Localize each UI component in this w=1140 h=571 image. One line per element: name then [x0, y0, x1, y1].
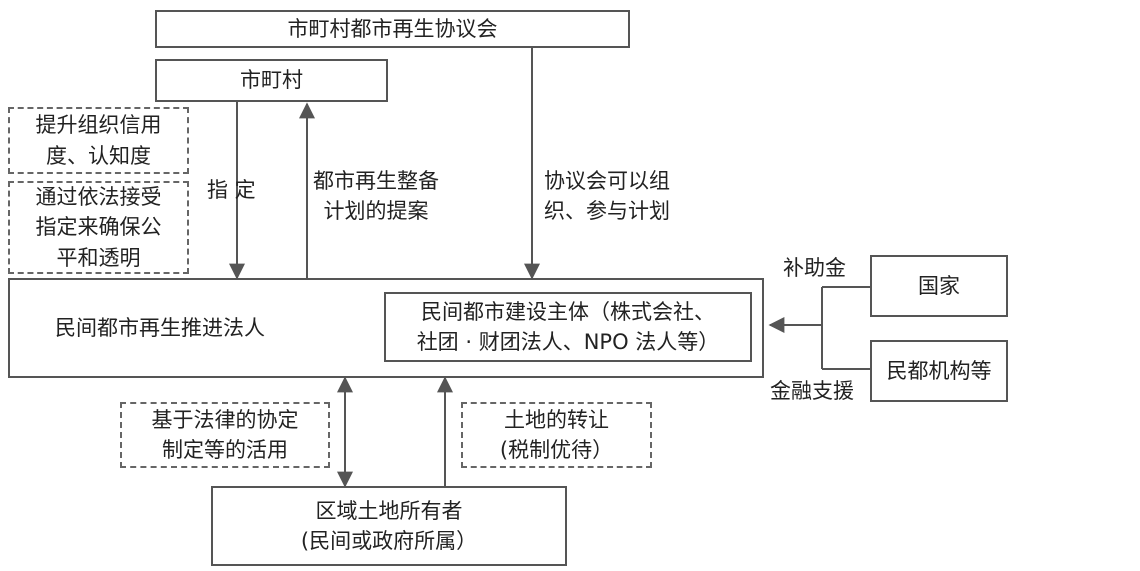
fairness-note-line-3: 平和透明	[56, 245, 141, 270]
council-participation-label: 协议会可以组 织、参与计划	[544, 166, 670, 227]
private-builder-line-2: 社团 · 财团法人、NPO 法人等）	[416, 330, 720, 354]
fairness-note: 通过依法接受 指定来确保公 平和透明	[8, 181, 189, 274]
proposal-label-line-1: 都市再生整备	[313, 169, 439, 193]
municipality-box: 市町村	[155, 59, 388, 102]
designate-label: 指 定	[207, 178, 256, 202]
agreement-note-line-1: 基于法律的协定	[151, 407, 299, 432]
landowners-line-2: (民间或政府所属）	[300, 529, 478, 553]
land-transfer-note-line-2: (税制优待）	[499, 438, 614, 462]
agreement-note: 基于法律的协定 制定等的活用	[120, 402, 330, 468]
private-institutions-box: 民都机构等	[870, 340, 1008, 402]
credibility-note-line-1: 提升组织信用	[35, 113, 162, 138]
municipality-label: 市町村	[240, 68, 303, 93]
proposal-label-line-2: 计划的提案	[323, 199, 429, 224]
council-participation-line-2: 织、参与计划	[544, 199, 670, 224]
land-transfer-note: 土地的转让 (税制优待）	[461, 402, 652, 468]
state-box: 国家	[870, 255, 1008, 317]
landowners-box: 区域土地所有者 (民间或政府所属）	[211, 486, 567, 566]
private-builder-line-1: 民间都市建设主体（株式会社、	[420, 299, 715, 324]
landowners-line-1: 区域土地所有者	[315, 498, 463, 523]
proposal-label: 都市再生整备 计划的提案	[313, 166, 439, 227]
fairness-note-line-2: 指定来确保公	[35, 215, 162, 240]
credibility-note: 提升组织信用 度、认知度	[8, 107, 189, 174]
council-label: 市町村都市再生协议会	[287, 16, 498, 41]
private-institutions-label: 民都机构等	[886, 358, 992, 383]
subsidy-label: 补助金	[783, 256, 846, 280]
state-label: 国家	[918, 273, 960, 298]
main-entity-label: 民间都市再生推进法人	[55, 315, 265, 340]
council-box: 市町村都市再生协议会	[155, 10, 630, 48]
agreement-note-line-2: 制定等的活用	[162, 438, 288, 462]
fairness-note-line-1: 通过依法接受	[35, 184, 162, 209]
credibility-note-line-2: 度、认知度	[46, 143, 151, 168]
council-participation-line-1: 协议会可以组	[544, 169, 670, 193]
financial-support-label: 金融支援	[770, 379, 854, 403]
private-builder-box: 民间都市建设主体（株式会社、 社团 · 财团法人、NPO 法人等）	[384, 292, 752, 362]
land-transfer-note-line-1: 土地的转让	[503, 407, 609, 432]
